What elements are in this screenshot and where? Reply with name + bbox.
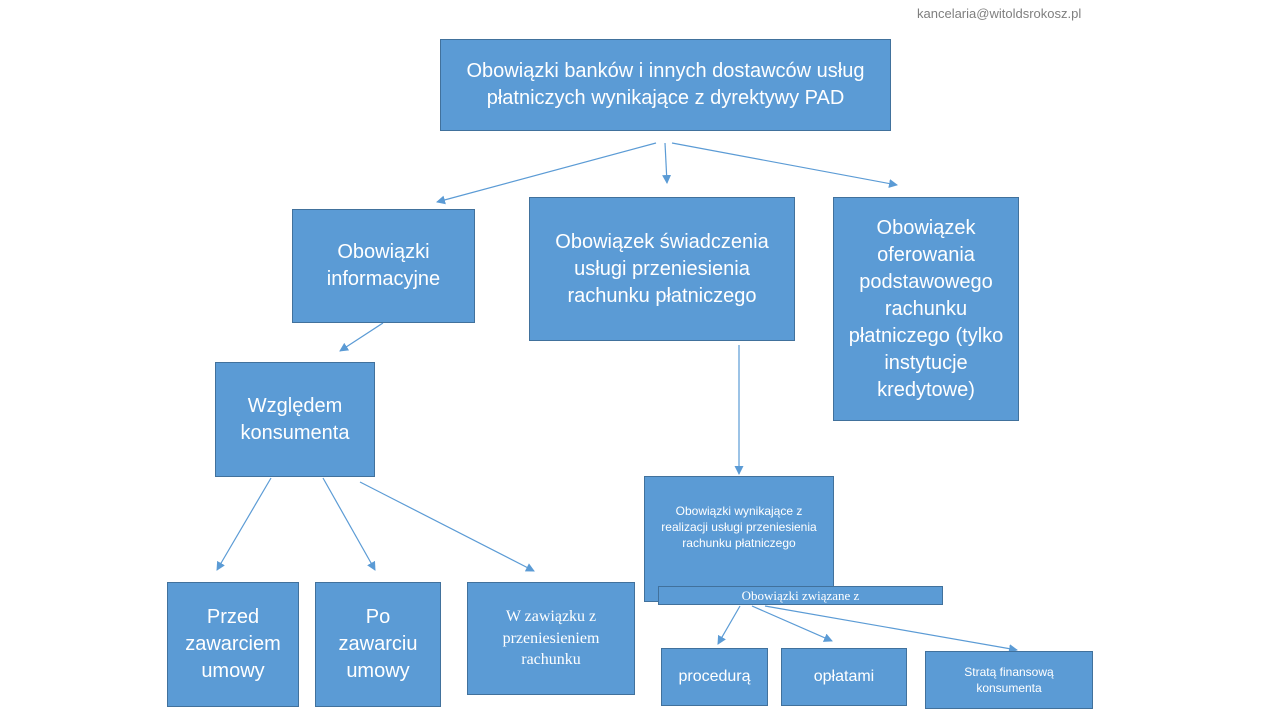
- strata-node-label: Stratą finansową konsumenta: [964, 664, 1054, 695]
- arrow-root-to-przeniesienie: [662, 142, 672, 184]
- przeniesienie-node-label: Obowiązek świadczenia usługi przeniesien…: [555, 230, 769, 307]
- arrow-informacyjne-to-konsument: [339, 322, 384, 352]
- procedura-node: procedurą: [661, 648, 768, 706]
- arrow-root-to-informacyjne: [436, 142, 657, 205]
- arrow-zwiazane-to-oplaty: [751, 605, 833, 642]
- podstawowy-node: Obowiązek oferowania podstawowego rachun…: [833, 197, 1019, 421]
- po-node: Po zawarciu umowy: [315, 582, 441, 707]
- podstawowy-node-label: Obowiązek oferowania podstawowego rachun…: [848, 216, 1004, 401]
- root-node: Obowiązki banków i innych dostawców usłu…: [440, 39, 891, 131]
- informacyjne-node-label: Obowiązki informacyjne: [326, 241, 441, 290]
- informacyjne-node: Obowiązki informacyjne: [292, 209, 475, 323]
- arrow-konsument-to-zwiazek: [359, 481, 535, 572]
- zwiazane-node: Obowiązki związane z: [658, 586, 943, 605]
- arrow-zwiazane-to-procedura: [717, 605, 741, 645]
- oplaty-node-label: opłatami: [813, 668, 875, 686]
- realizacja-node: Obowiązki wynikające z realizacji usługi…: [644, 476, 834, 602]
- arrow-konsument-to-po: [322, 477, 376, 571]
- arrow-root-to-podstawowy: [671, 142, 898, 188]
- root-node-label: Obowiązki banków i innych dostawców usłu…: [466, 60, 865, 109]
- zwiazane-node-label: Obowiązki związane z: [741, 587, 860, 603]
- strata-node: Stratą finansową konsumenta: [925, 651, 1093, 709]
- procedura-node-label: procedurą: [678, 668, 751, 686]
- author-email: kancelaria@witoldsrokosz.pl: [917, 6, 1082, 21]
- po-node-label: Po zawarciu umowy: [338, 606, 418, 682]
- przeniesienie-node: Obowiązek świadczenia usługi przeniesien…: [529, 197, 795, 341]
- realizacja-node-label: Obowiązki wynikające z realizacji usługi…: [661, 504, 817, 551]
- konsument-node: Względem konsumenta: [215, 362, 375, 477]
- przed-node: Przed zawarciem umowy: [167, 582, 299, 707]
- zwiazek-node: W zawiązku z przeniesieniem rachunku: [467, 582, 635, 695]
- przed-node-label: Przed zawarciem umowy: [185, 606, 281, 682]
- zwiazek-node-label: W zawiązku z przeniesieniem rachunku: [502, 608, 600, 669]
- oplaty-node: opłatami: [781, 648, 907, 706]
- arrow-konsument-to-przed: [216, 477, 272, 571]
- arrow-zwiazane-to-strata: [764, 605, 1018, 654]
- konsument-node-label: Względem konsumenta: [240, 394, 350, 444]
